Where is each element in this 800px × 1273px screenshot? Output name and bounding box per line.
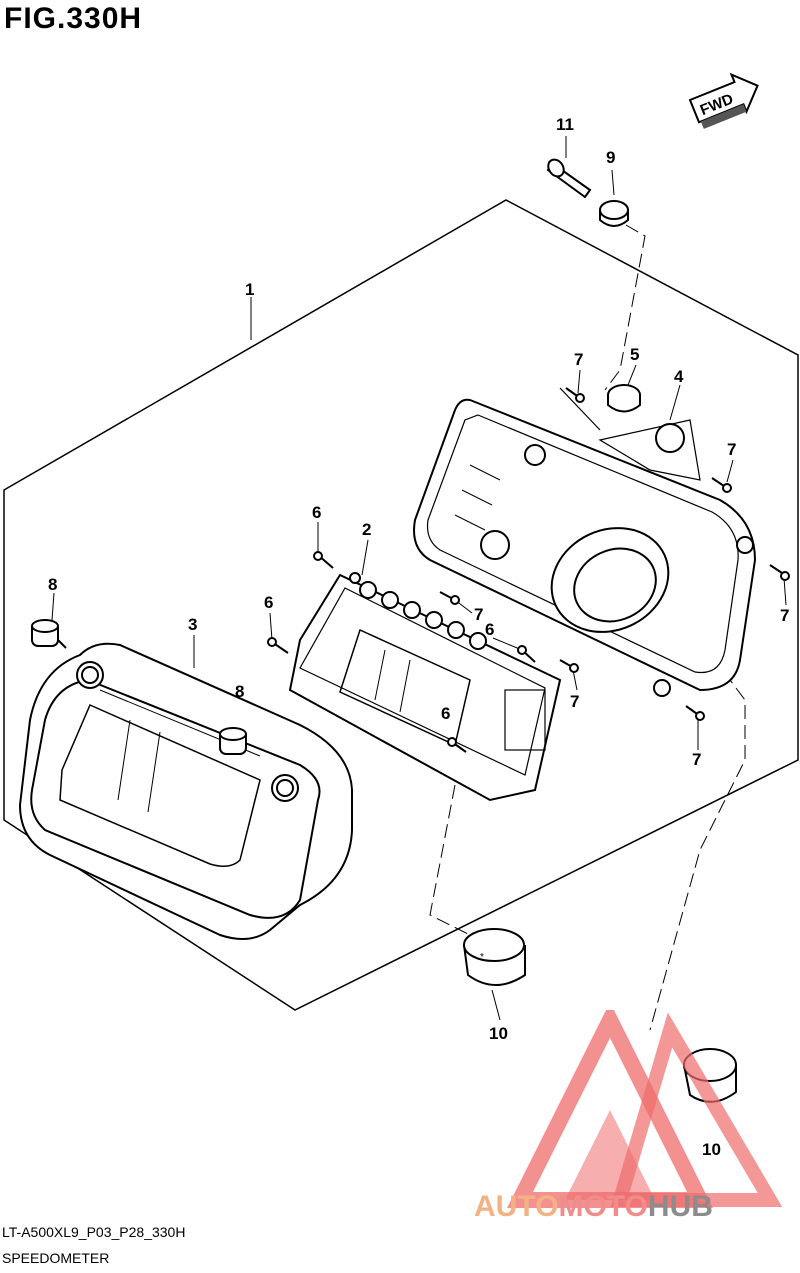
callout-7-c: 7 — [474, 605, 484, 624]
watermark-hub: HUB — [647, 1190, 713, 1223]
callout-5: 5 — [630, 345, 640, 364]
callout-11: 11 — [556, 115, 574, 134]
knob-part-8-left — [31, 619, 67, 649]
callout-10-b: 10 — [702, 1140, 721, 1159]
callout-2: 2 — [362, 520, 372, 539]
watermark-auto: AUTO — [474, 1190, 559, 1223]
grommet-part-9 — [599, 200, 629, 227]
callout-9: 9 — [606, 148, 616, 167]
callout-7-a: 7 — [574, 350, 584, 369]
figure-title: FIG.330H — [4, 2, 143, 35]
watermark-moto: MOTO — [558, 1190, 648, 1223]
bolt-part-11 — [546, 158, 592, 199]
callout-8-b: 8 — [235, 682, 245, 701]
bulb-socket-part-10-a: * — [463, 928, 526, 986]
callout-7-f: 7 — [692, 750, 702, 769]
assembly-outline — [3, 199, 799, 1011]
callout-6-c: 6 — [485, 620, 495, 639]
callout-6-a: 6 — [312, 503, 322, 522]
callout-7-b: 7 — [727, 440, 737, 459]
front-cover-part-3 — [18, 642, 353, 940]
screws — [267, 387, 790, 753]
grommet-part-5 — [607, 384, 641, 413]
figure-name: SPEEDOMETER — [2, 1250, 110, 1266]
knob-part-8-right — [219, 727, 247, 755]
watermark-logo — [507, 1010, 783, 1208]
figure-code: LT-A500XL9_P03_P28_330H — [2, 1224, 186, 1240]
callout-4: 4 — [674, 367, 684, 386]
callout-10-a: 10 — [489, 1024, 508, 1043]
callout-7-e: 7 — [780, 606, 790, 625]
svg-text:*: * — [480, 952, 484, 963]
callout-1: 1 — [245, 280, 255, 299]
callout-6-d: 6 — [441, 704, 451, 723]
rear-housing-part-4 — [413, 387, 757, 697]
callout-7-d: 7 — [570, 692, 580, 711]
callout-8-a: 8 — [48, 575, 58, 594]
meter-unit-part-2 — [288, 572, 562, 802]
callout-3: 3 — [188, 615, 198, 634]
fwd-arrow-tag: FWD — [688, 72, 759, 129]
callout-6-b: 6 — [264, 593, 274, 612]
watermark-text: AUTOMOTOHUB — [474, 1190, 713, 1224]
